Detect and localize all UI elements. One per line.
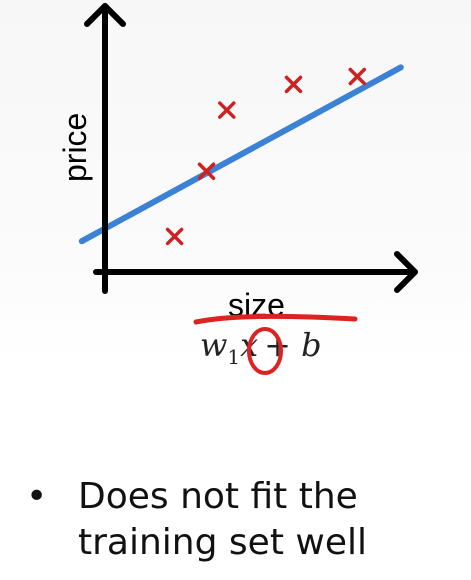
formula-w: w bbox=[200, 326, 227, 364]
data-point bbox=[218, 101, 236, 119]
bullet-symbol: • bbox=[26, 476, 48, 517]
bullet-text: Does not fit the training set well bbox=[78, 476, 367, 563]
y-axis-label: price bbox=[57, 113, 93, 182]
underfit-chart: price size w1x+ b bbox=[57, 3, 418, 375]
formula: w1x+ b bbox=[200, 326, 322, 369]
x-circle-annotation bbox=[247, 327, 283, 375]
data-point bbox=[284, 75, 303, 94]
data-point bbox=[165, 227, 184, 246]
x-label-underline-stroke bbox=[193, 313, 358, 325]
data-point bbox=[348, 67, 367, 86]
fit-line bbox=[78, 64, 404, 245]
formula-subscript: 1 bbox=[227, 345, 240, 369]
x-axis-arrowhead bbox=[394, 251, 418, 293]
y-axis-arrowhead bbox=[84, 3, 126, 27]
data-point bbox=[197, 162, 216, 181]
